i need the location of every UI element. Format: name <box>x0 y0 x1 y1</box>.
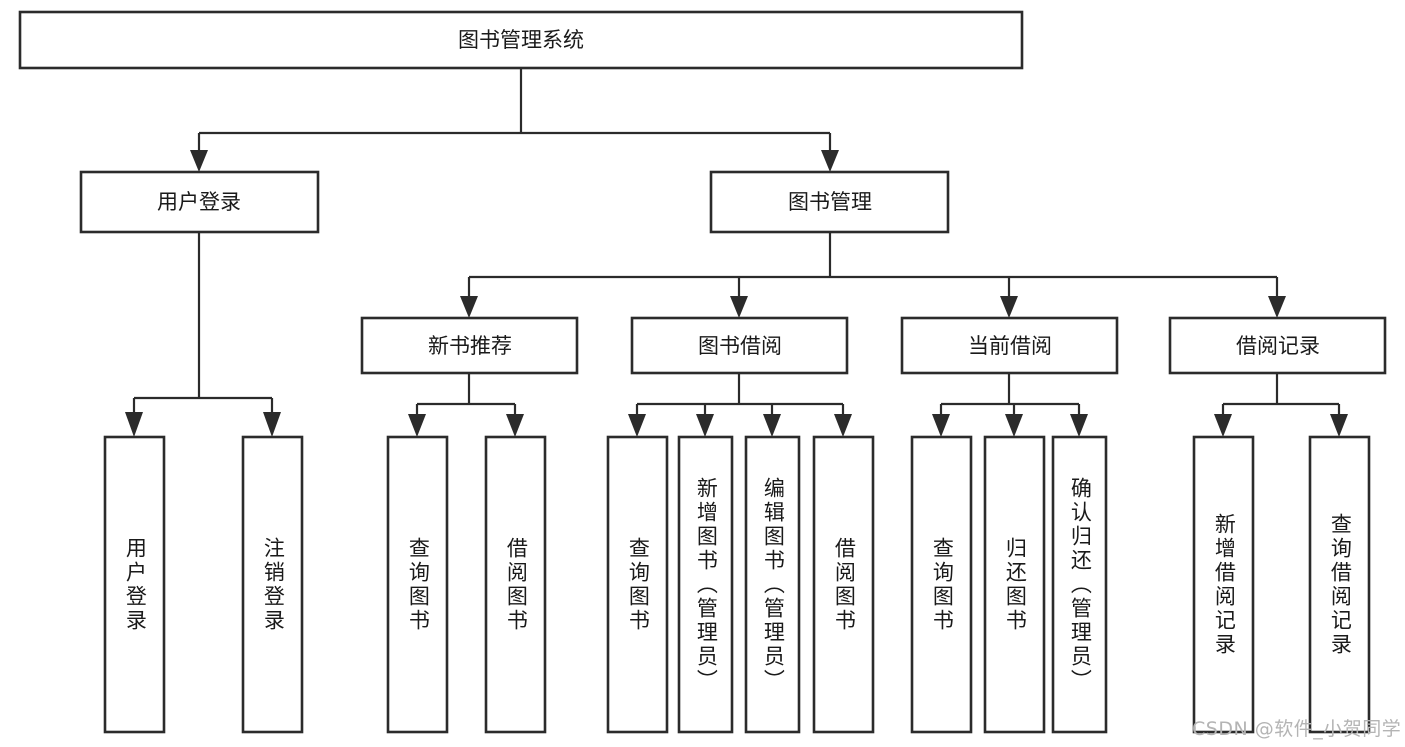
node-root[interactable]: 图书管理系统 <box>18 10 1024 70</box>
node-new-book-recommend-box[interactable] <box>360 316 579 375</box>
edge-group-current-borrow <box>932 373 1088 437</box>
edge-group-book-manage <box>460 232 1286 318</box>
node-user-login[interactable]: 用户登录 <box>79 170 320 234</box>
node-book-manage-label: 图书管理 <box>788 190 872 214</box>
node-borrow-record-box[interactable] <box>1168 316 1387 375</box>
leaf-boxes <box>103 435 1371 734</box>
leaf-borrow-book-1-box[interactable] <box>484 435 547 734</box>
arrowhead-book-manage <box>821 150 839 172</box>
arrowhead-book-borrow <box>730 296 748 318</box>
node-book-manage-box[interactable] <box>709 170 950 234</box>
csdn-watermark: CSDN @软件_小贺同学 <box>1192 718 1402 740</box>
leaf-query-borrow-record-box[interactable] <box>1308 435 1371 734</box>
leaf-user-login-box[interactable] <box>103 435 166 734</box>
node-borrow-record-label: 借阅记录 <box>1236 334 1320 358</box>
arrowhead-leaf-user-login <box>125 412 143 437</box>
node-current-borrow-label: 当前借阅 <box>968 334 1052 358</box>
arrowhead-current-borrow <box>1000 296 1018 318</box>
edge-group-user-login <box>125 232 281 437</box>
node-root-label: 图书管理系统 <box>458 28 584 52</box>
arrowhead-borrow-record <box>1268 296 1286 318</box>
edge-group-borrow-record <box>1214 373 1348 437</box>
leaf-add-book-admin-box[interactable] <box>677 435 734 734</box>
edge-group-book-borrow <box>628 373 852 437</box>
arrowhead-leaf-borrow-book-1 <box>506 414 524 437</box>
leaf-borrow-book-2-box[interactable] <box>812 435 875 734</box>
node-new-book-recommend-label: 新书推荐 <box>428 334 512 358</box>
arrowhead-leaf-borrow-book-2 <box>834 414 852 437</box>
node-book-borrow[interactable]: 图书借阅 <box>630 316 849 375</box>
arrowhead-leaf-query-borrow-record <box>1330 414 1348 437</box>
leaf-add-borrow-record-box[interactable] <box>1192 435 1255 734</box>
node-root-box[interactable] <box>18 10 1024 70</box>
arrowhead-leaf-add-borrow-record <box>1214 414 1232 437</box>
edge-group-new-book-recommend <box>408 373 524 437</box>
node-user-login-box[interactable] <box>79 170 320 234</box>
leaf-return-book-box[interactable] <box>983 435 1046 734</box>
arrowhead-user-login <box>190 150 208 172</box>
arrowhead-leaf-logout-login <box>263 412 281 437</box>
arrowhead-leaf-confirm-return-admin <box>1070 414 1088 437</box>
arrowhead-new-book-recommend <box>460 296 478 318</box>
edge-group-root <box>190 68 839 172</box>
arrowhead-leaf-add-book-admin <box>696 414 714 437</box>
leaf-edit-book-admin-box[interactable] <box>744 435 801 734</box>
arrowhead-leaf-query-book-3 <box>932 414 950 437</box>
arrowhead-leaf-return-book <box>1005 414 1023 437</box>
arrowhead-leaf-query-book-1 <box>408 414 426 437</box>
node-current-borrow-box[interactable] <box>900 316 1119 375</box>
leaf-logout-login-box[interactable] <box>241 435 304 734</box>
arrowhead-leaf-edit-book-admin <box>763 414 781 437</box>
node-current-borrow[interactable]: 当前借阅 <box>900 316 1119 375</box>
arrowhead-leaf-query-book-2 <box>628 414 646 437</box>
node-book-manage[interactable]: 图书管理 <box>709 170 950 234</box>
leaf-query-book-1-box[interactable] <box>386 435 449 734</box>
node-user-login-label: 用户登录 <box>157 190 241 214</box>
node-book-borrow-box[interactable] <box>630 316 849 375</box>
node-new-book-recommend[interactable]: 新书推荐 <box>360 316 579 375</box>
leaf-query-book-3-box[interactable] <box>910 435 973 734</box>
leaf-query-book-2-box[interactable] <box>606 435 669 734</box>
node-borrow-record[interactable]: 借阅记录 <box>1168 316 1387 375</box>
leaf-confirm-return-admin-box[interactable] <box>1051 435 1108 734</box>
node-book-borrow-label: 图书借阅 <box>698 334 782 358</box>
